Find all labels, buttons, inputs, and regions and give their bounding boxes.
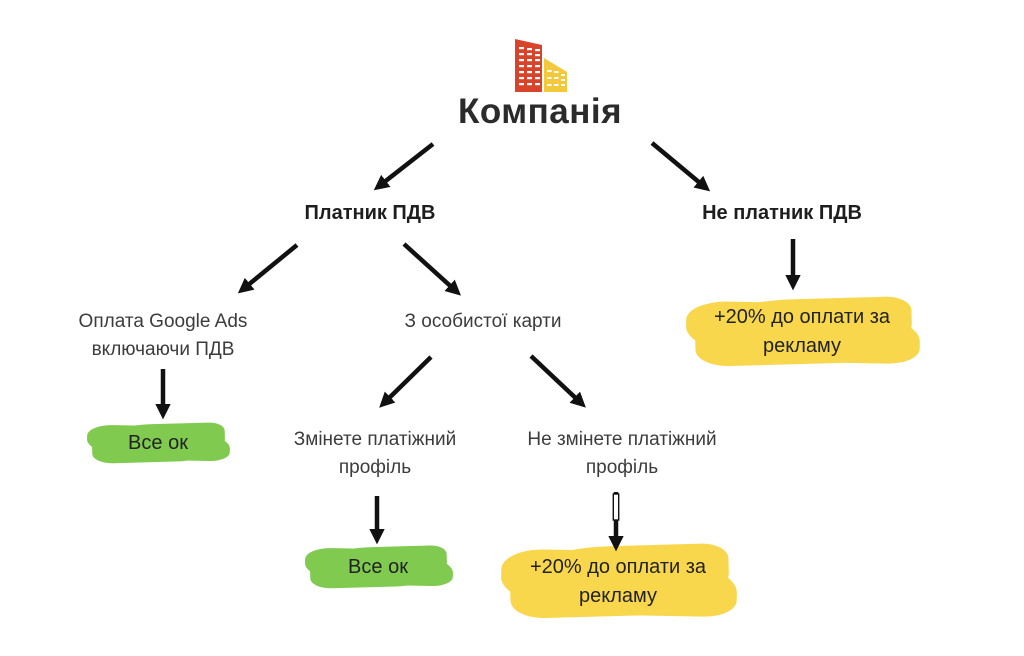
node-keep-profile: Не змінете платіжний профіль	[527, 429, 717, 478]
arrow-company-to-vat-payer	[373, 142, 435, 191]
result-surcharge-right: +20% до оплати за рекламу	[688, 296, 916, 368]
result-surcharge-bottom: +20% до оплати за рекламу	[503, 543, 733, 621]
node-company-title: Компанія	[457, 92, 623, 131]
result-surcharge-bottom-label: +20% до оплати за рекламу	[529, 556, 707, 607]
node-non-vat-payer: Не платник ПДВ	[702, 202, 862, 224]
result-ok-middle-label: Все ок	[348, 555, 408, 578]
result-ok-left-label: Все ок	[128, 431, 188, 454]
arrow-company-to-non-vat-payer	[650, 141, 711, 192]
company-building-icon	[515, 39, 567, 92]
arrow-vat-to-personal-card	[402, 242, 461, 296]
node-personal-card: З особистої карти	[404, 311, 562, 332]
arrow-card-to-keep-profile	[529, 354, 586, 408]
arrow-vat-to-pay-with-vat	[237, 243, 299, 294]
node-vat-payer: Платник ПДВ	[304, 202, 436, 224]
result-surcharge-right-label: +20% до оплати за рекламу	[713, 306, 891, 357]
arrow-keep-profile-overlap-detail	[612, 493, 620, 521]
arrow-card-to-change-profile	[379, 355, 433, 408]
node-change-profile: Змінете платіжний профіль	[293, 429, 457, 478]
node-pay-with-vat: Оплата Google Ads включаючи ПДВ	[78, 311, 248, 360]
result-ok-left: Все ок	[88, 422, 228, 464]
result-ok-middle: Все ок	[306, 545, 450, 589]
